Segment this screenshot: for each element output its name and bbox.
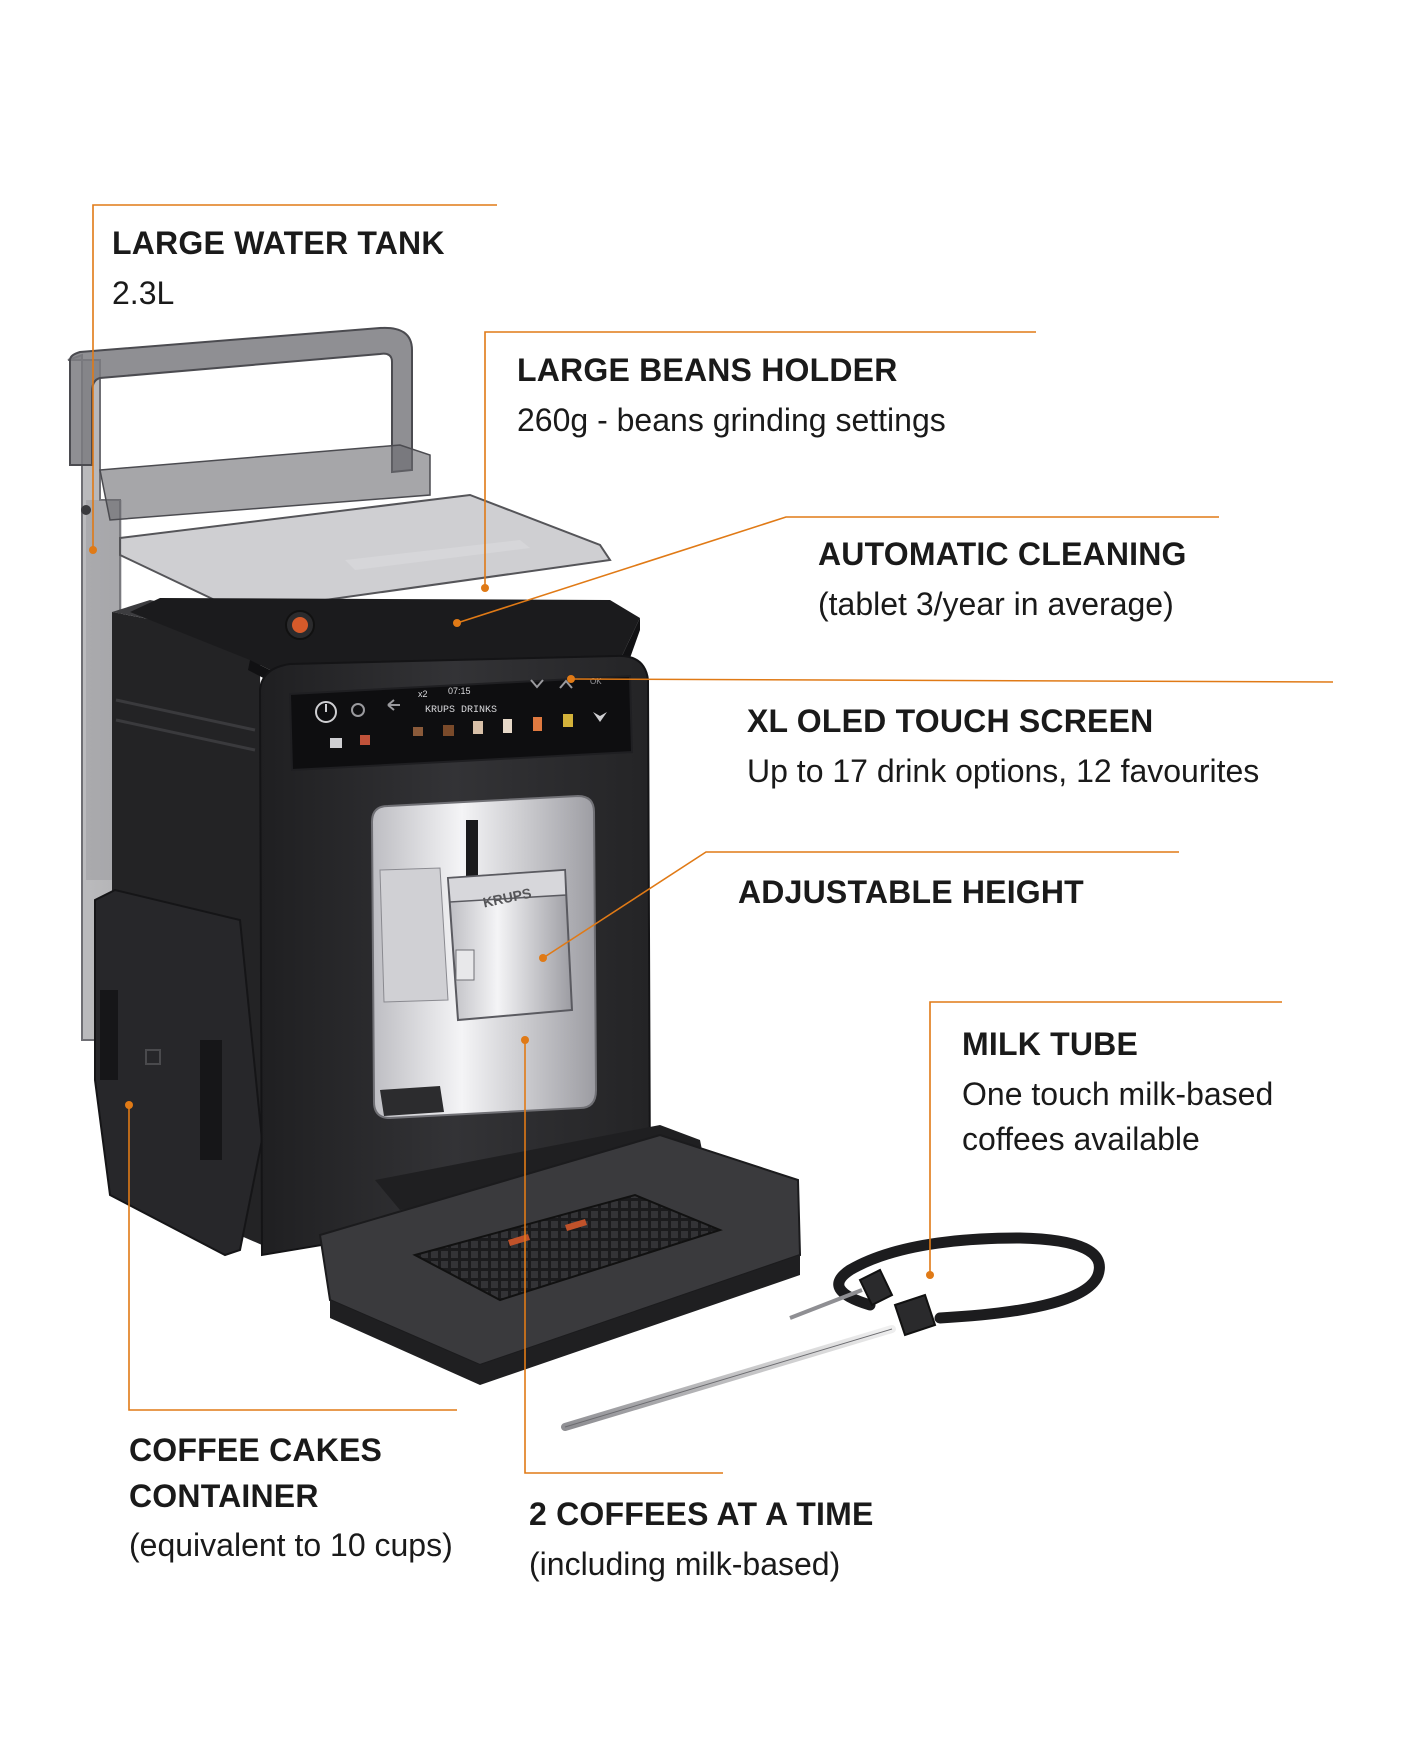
touch-screen-title: XL OLED TOUCH SCREEN [747, 703, 1154, 739]
drink-icon-espresso[interactable] [413, 727, 423, 736]
callout-coffee-cakes: COFFEE CAKES CONTAINER (equivalent to 10… [129, 1430, 453, 1567]
drink-icons-row [330, 712, 607, 748]
dot-coffee-cakes [125, 1101, 133, 1109]
milk-tube-desc-line2: coffees available [962, 1121, 1200, 1158]
auto-cleaning-title: AUTOMATIC CLEANING [818, 536, 1187, 572]
chevron-down-icon[interactable] [530, 679, 544, 689]
milk-tube-desc-line1: One touch milk-based [962, 1075, 1274, 1112]
adjustable-height-title: ADJUSTABLE HEIGHT [738, 874, 1084, 910]
drink-icon-milk[interactable] [563, 714, 573, 727]
power-icon[interactable] [315, 701, 337, 723]
callout-water-tank: LARGE WATER TANK 2.3L [112, 223, 445, 314]
leader-two-coffees [524, 1040, 723, 1474]
milk-tube-title: MILK TUBE [962, 1026, 1139, 1062]
beans-lid [119, 493, 612, 614]
callout-beans-holder: LARGE BEANS HOLDER 260g - beans grinding… [517, 350, 946, 441]
screen-menu-title: KRUPS DRINKS [425, 705, 497, 716]
coffee-cakes-title-line2: CONTAINER [129, 1477, 319, 1514]
auto-cleaning-desc: (tablet 3/year in average) [818, 585, 1174, 622]
coffee-cakes-desc: (equivalent to 10 cups) [129, 1527, 453, 1564]
milk-tube-accessory [561, 1232, 1105, 1431]
two-coffees-title: 2 COFFEES AT A TIME [529, 1496, 874, 1532]
drip-tray [318, 1125, 802, 1385]
callout-two-coffees: 2 COFFEES AT A TIME (including milk-base… [529, 1494, 874, 1585]
leader-touch-screen [570, 678, 1334, 683]
beans-holder-desc: 260g - beans grinding settings [517, 401, 946, 438]
dot-two-coffees [521, 1036, 529, 1044]
gear-icon[interactable] [351, 703, 365, 717]
coffee-outlet: KRUPS [446, 868, 574, 1022]
callout-milk-tube: MILK TUBE One touch milk-based coffees a… [962, 1024, 1273, 1161]
drink-icon-caffe-latte[interactable] [533, 717, 542, 731]
water-tank-desc: 2.3L [112, 274, 175, 311]
touch-screen-desc: Up to 17 drink options, 12 favourites [747, 752, 1260, 789]
leader-adjustable-height [542, 851, 1179, 959]
dot-water-tank [89, 546, 97, 554]
dot-beans-holder [481, 584, 489, 592]
two-coffees-desc: (including milk-based) [529, 1545, 841, 1582]
back-arrow-icon[interactable] [387, 699, 400, 711]
callout-leaders [92, 204, 1334, 1474]
screen-cup-count: x2 [418, 689, 428, 699]
callout-touch-screen: XL OLED TOUCH SCREEN Up to 17 drink opti… [747, 701, 1259, 792]
two-cups-icon[interactable] [330, 738, 342, 748]
callout-adjustable-height: ADJUSTABLE HEIGHT [738, 872, 1084, 914]
screen-ok-label[interactable]: OK [590, 677, 602, 686]
dot-milk-tube [926, 1271, 934, 1279]
leader-auto-cleaning [456, 516, 1219, 624]
dot-adjustable-height [539, 954, 547, 962]
drink-icon-cappuccino[interactable] [473, 721, 483, 734]
screen-time: 07:15 [448, 686, 471, 696]
drink-icon-macchiato[interactable] [503, 719, 512, 733]
beans-holder-title: LARGE BEANS HOLDER [517, 352, 898, 388]
aroma-icon[interactable] [360, 735, 370, 745]
callout-dots [89, 546, 934, 1279]
callout-auto-cleaning: AUTOMATIC CLEANING (tablet 3/year in ave… [818, 534, 1187, 625]
coffee-cakes-container [94, 888, 264, 1257]
dot-touch-screen [567, 675, 575, 683]
water-tank-title: LARGE WATER TANK [112, 225, 445, 261]
control-panel: x2 07:15 KRUPS DRINKS OK [288, 674, 634, 772]
chevron-up-icon[interactable] [559, 679, 573, 689]
leader-coffee-cakes [128, 1105, 457, 1411]
coffee-cakes-title-line1: COFFEE CAKES [129, 1432, 383, 1468]
tank-handle [69, 326, 431, 521]
leader-beans-holder [484, 331, 1036, 588]
dot-auto-cleaning [453, 619, 461, 627]
favourite-icon[interactable] [593, 712, 607, 722]
leader-water-tank [92, 204, 497, 550]
drink-icon-long-coffee[interactable] [443, 725, 454, 736]
leader-milk-tube [929, 1001, 1282, 1275]
